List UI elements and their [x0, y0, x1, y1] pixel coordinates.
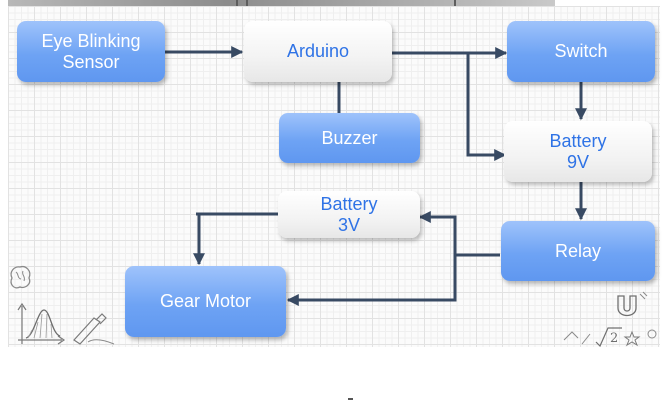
node-label: Switch — [554, 41, 608, 61]
magnet-doodle-icon — [617, 291, 648, 317]
node-buzzer: Buzzer — [279, 113, 420, 163]
node-relay: Relay — [501, 221, 655, 281]
node-eye-blinking-sensor: Eye Blinking Sensor — [17, 21, 165, 82]
node-switch: Switch — [507, 21, 655, 82]
node-battery-9v: Battery 9V — [504, 121, 652, 182]
top-image-strip — [8, 0, 555, 6]
node-label: Battery 3V — [320, 193, 378, 235]
node-gear-motor: Gear Motor — [125, 266, 286, 337]
edge-relay-to-battery-3v — [418, 211, 500, 257]
svg-text:2: 2 — [610, 331, 618, 346]
formula-doodle-icon: 2 — [563, 327, 657, 347]
node-label: Arduino — [286, 41, 350, 61]
node-label: Battery 9V — [549, 130, 607, 172]
slide-marker — [348, 398, 353, 400]
node-arduino: Arduino — [244, 21, 392, 82]
node-label: Buzzer — [321, 127, 378, 148]
brain-doodle-icon — [10, 265, 31, 289]
node-battery-3v: Battery 3V — [278, 191, 420, 238]
science-doodle-icon — [17, 302, 115, 345]
node-label: Eye Blinking Sensor — [41, 30, 141, 72]
edge-arduino-to-battery-9v — [466, 53, 507, 161]
edge-battery-3v-to-gear-motor — [193, 212, 278, 266]
node-label: Gear Motor — [159, 291, 252, 311]
node-label: Relay — [554, 240, 602, 261]
edge-relay-to-gear-motor — [286, 255, 457, 306]
